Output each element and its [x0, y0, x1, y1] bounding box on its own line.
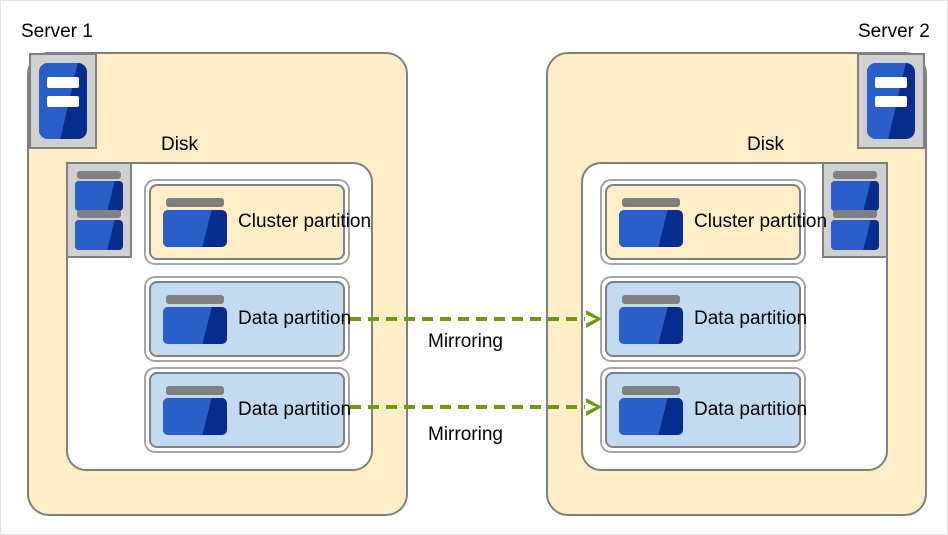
- disk-partition-icon: [619, 385, 683, 435]
- disk-cap: [166, 294, 224, 304]
- disk-partition-icon: [619, 294, 683, 344]
- disk-partition-icon: [619, 197, 683, 247]
- disk-partition-icon: [163, 197, 227, 247]
- server1-title: Server 1: [21, 21, 93, 42]
- disk-cap: [622, 385, 680, 395]
- server1-disk-label: Disk: [161, 134, 198, 155]
- disk-body: [163, 209, 227, 247]
- mirroring-label-1: Mirroring: [428, 331, 503, 352]
- server1-cluster-partition[interactable]: Cluster partition: [144, 179, 371, 265]
- disk-cap: [833, 210, 877, 218]
- server-tower-bar: [875, 77, 907, 88]
- server-tower-glyph: [867, 63, 915, 139]
- disk-unit: [75, 210, 123, 250]
- mirroring-label-2: Mirroring: [428, 424, 503, 445]
- disk-partition-icon: [163, 385, 227, 435]
- server-tower-bar: [47, 96, 79, 107]
- disk-body: [163, 306, 227, 344]
- dashed-line: [350, 317, 588, 321]
- disk-cap: [77, 171, 121, 179]
- partition-label: Data partition: [694, 399, 808, 420]
- partition-label: Data partition: [694, 308, 808, 329]
- server1-data-partition-1[interactable]: Data partition: [144, 276, 352, 362]
- disk-unit: [831, 210, 879, 250]
- disk-body: [831, 181, 879, 211]
- disk-body: [75, 220, 123, 250]
- partition-label: Data partition: [238, 308, 352, 329]
- server2-title: Server 2: [858, 21, 930, 42]
- server1-server-tower-icon: [29, 53, 97, 149]
- partition-label: Data partition: [238, 399, 352, 420]
- disk-body: [619, 306, 683, 344]
- server-tower-glyph: [39, 63, 87, 139]
- mirroring-arrow-2: [350, 398, 602, 416]
- mirroring-arrow-1: [350, 310, 602, 328]
- disk-body: [163, 397, 227, 435]
- server2-data-partition-2[interactable]: Data partition: [600, 367, 808, 453]
- arrowhead-icon: [585, 398, 602, 416]
- arrowhead-icon: [585, 310, 602, 328]
- partition-label: Cluster partition: [238, 211, 372, 232]
- disk-body: [831, 220, 879, 250]
- server2-data-partition-1[interactable]: Data partition: [600, 276, 808, 362]
- disk-cap: [622, 294, 680, 304]
- disk-body: [619, 209, 683, 247]
- server2-disk-label: Disk: [747, 134, 784, 155]
- dashed-line: [350, 405, 588, 409]
- disk-unit: [75, 171, 123, 211]
- disk-partition-icon: [163, 294, 227, 344]
- disk-cap: [166, 385, 224, 395]
- server2-disk-stack-icon: [822, 162, 888, 258]
- disk-cap: [77, 210, 121, 218]
- disk-body: [75, 181, 123, 211]
- disk-cap: [622, 197, 680, 207]
- server-tower-bar: [47, 77, 79, 88]
- server-tower-bar: [875, 96, 907, 107]
- server1-disk-stack-icon: [66, 162, 132, 258]
- partition-label: Cluster partition: [694, 211, 828, 232]
- disk-unit: [831, 171, 879, 211]
- server2-cluster-partition[interactable]: Cluster partition: [600, 179, 827, 265]
- server2-server-tower-icon: [857, 53, 925, 149]
- disk-cap: [166, 197, 224, 207]
- disk-cap: [833, 171, 877, 179]
- server1-data-partition-2[interactable]: Data partition: [144, 367, 352, 453]
- disk-body: [619, 397, 683, 435]
